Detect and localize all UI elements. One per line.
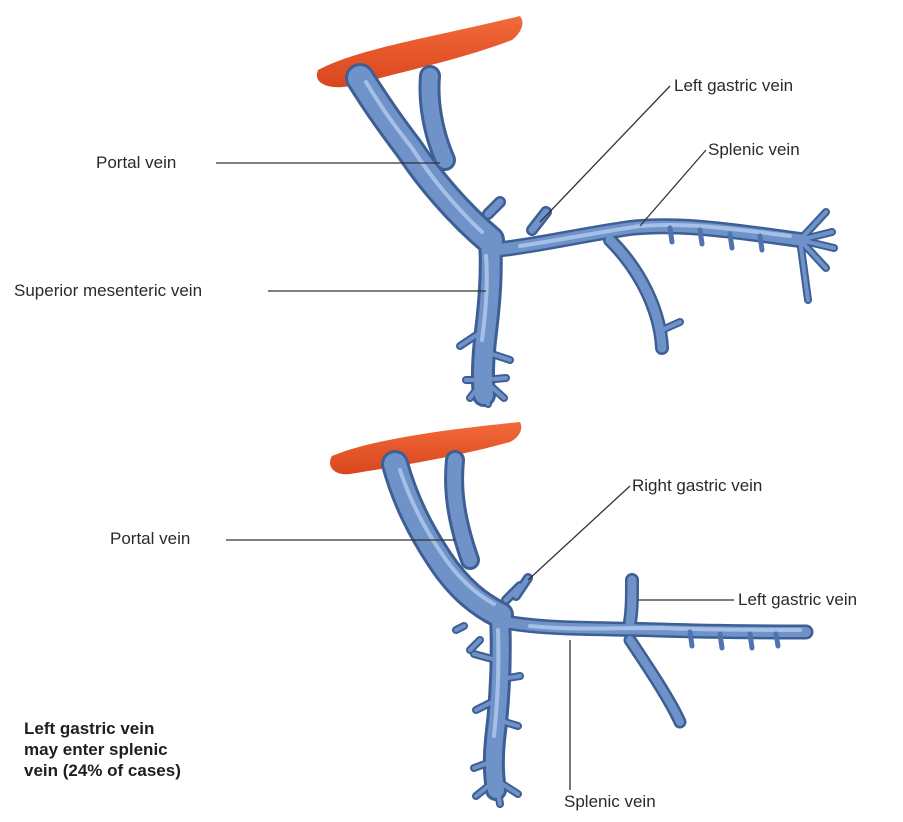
note-line-1: Left gastric vein <box>24 718 181 739</box>
bottom-portal-vein-label: Portal vein <box>110 529 190 549</box>
top-left-gastric-vein-label: Left gastric vein <box>674 76 793 96</box>
variation-note: Left gastric vein may enter splenic vein… <box>24 718 181 781</box>
top-splenic-vein-label: Splenic vein <box>708 140 800 160</box>
top-portal-vein-label: Portal vein <box>96 153 176 173</box>
note-line-3: vein (24% of cases) <box>24 760 181 781</box>
bottom-right-gastric-vein-label: Right gastric vein <box>632 476 762 496</box>
top-illustration <box>216 16 834 404</box>
bottom-liver-edge <box>330 422 521 474</box>
top-superior-mesenteric-vein-label: Superior mesenteric vein <box>14 281 202 301</box>
note-line-2: may enter splenic <box>24 739 181 760</box>
bottom-splenic-vein-label: Splenic vein <box>564 792 656 812</box>
bottom-left-gastric-vein-label: Left gastric vein <box>738 590 857 610</box>
